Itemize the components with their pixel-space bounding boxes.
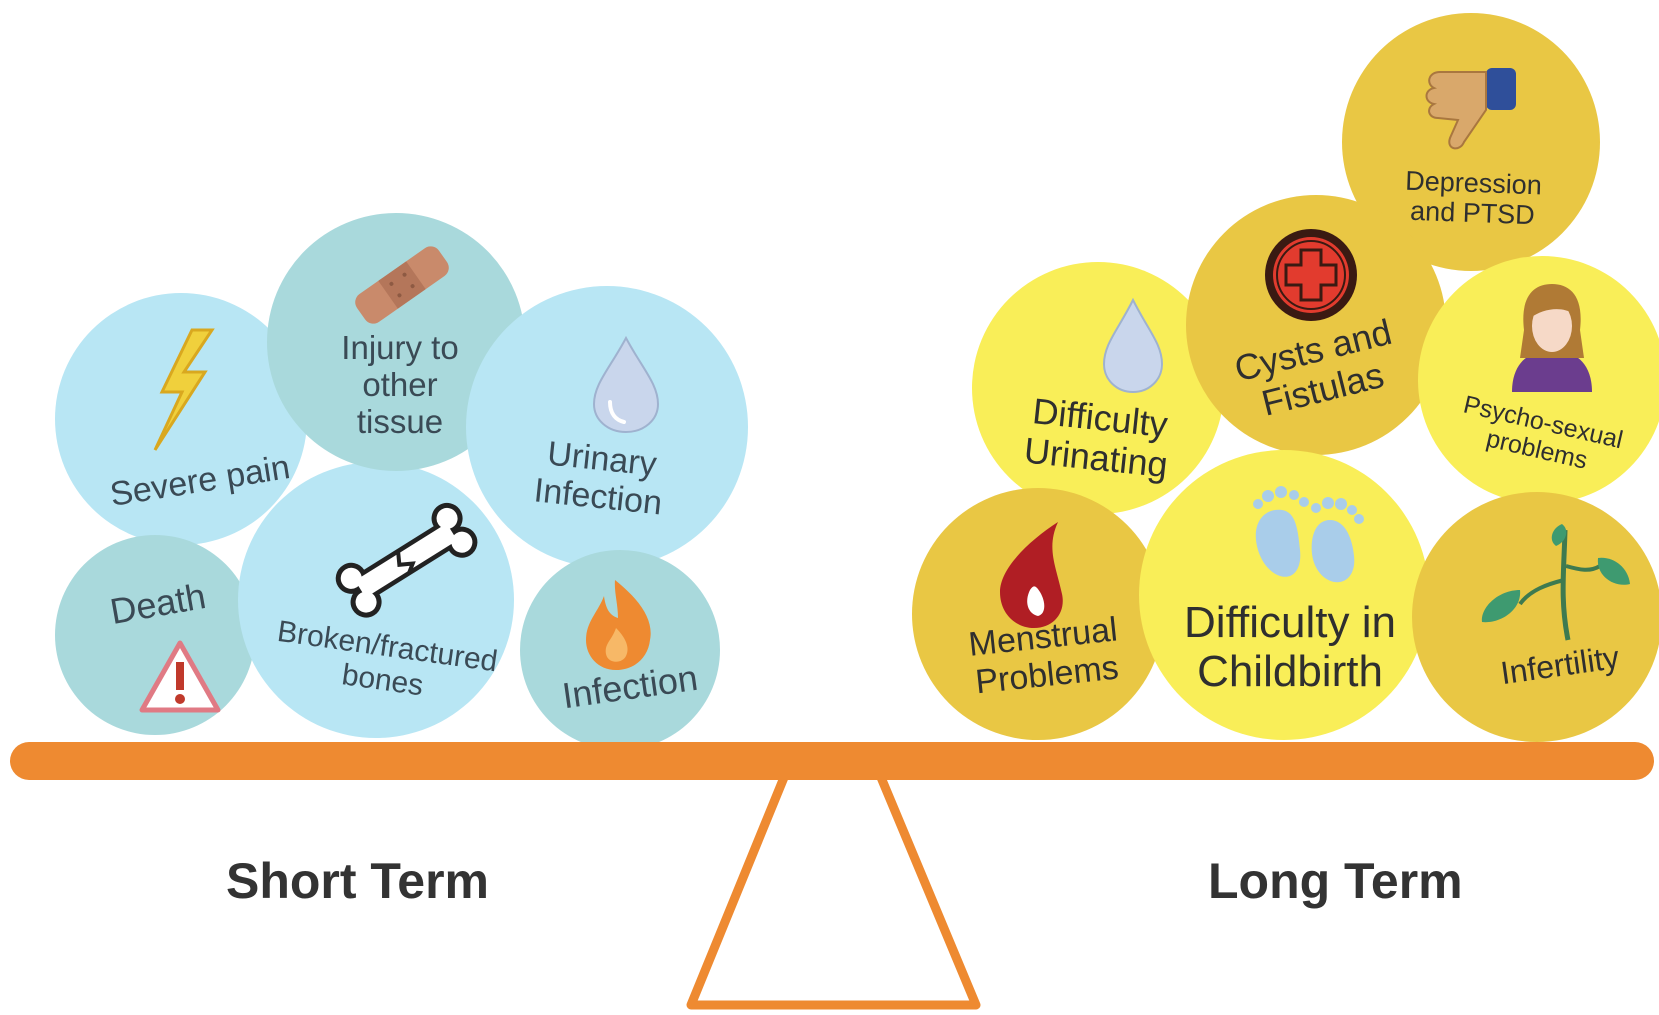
flame-icon bbox=[586, 580, 651, 670]
bandage-icon bbox=[355, 246, 449, 324]
label-childbirth: Difficulty in Childbirth bbox=[1184, 598, 1396, 697]
short-term-label: Short Term bbox=[226, 853, 489, 909]
long-term-label: Long Term bbox=[1208, 853, 1463, 909]
water-drop-icon bbox=[592, 335, 660, 434]
plant-icon bbox=[1481, 524, 1630, 641]
lightning-icon bbox=[153, 328, 215, 451]
blood-drop-icon bbox=[1000, 522, 1063, 628]
seesaw bbox=[10, 742, 1654, 1010]
water-drop-icon bbox=[1102, 297, 1164, 394]
seesaw-beam bbox=[10, 742, 1654, 780]
footprints-icon bbox=[1253, 486, 1364, 583]
bubble-infertility bbox=[1412, 492, 1659, 742]
bubble-childbirth bbox=[1139, 450, 1429, 740]
bubble-difficulty-urinating bbox=[972, 262, 1224, 514]
thumbs-down-icon bbox=[1425, 68, 1516, 150]
bubble-severe-pain bbox=[55, 293, 307, 545]
label-depression: Depression and PTSD bbox=[1404, 165, 1543, 231]
red-cross-icon bbox=[1265, 229, 1357, 321]
bone-icon bbox=[335, 502, 478, 618]
warning-triangle-icon bbox=[139, 640, 221, 713]
woman-icon bbox=[1512, 284, 1592, 392]
label-injury: Injury to other tissue bbox=[341, 329, 459, 440]
